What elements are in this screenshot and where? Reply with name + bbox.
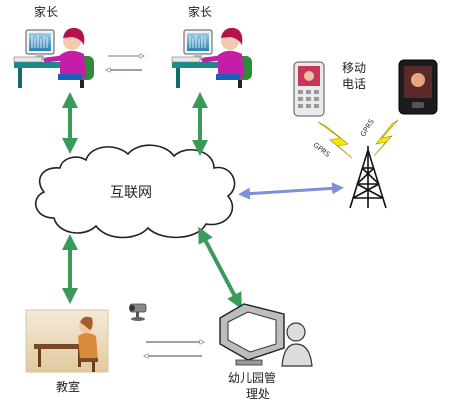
parent-left-label: 家长 (34, 5, 59, 19)
office-computer-icon (219, 303, 285, 366)
webcam-icon (129, 303, 147, 321)
parents-exchange-arrows (108, 56, 142, 70)
kindergarten-office-label-line1: 幼儿园管 (228, 371, 277, 385)
mobile-phone-icon (398, 59, 438, 115)
arrow-internet-office (198, 226, 242, 310)
kindergarten-office-label-line2: 理处 (246, 387, 271, 401)
green-connection-arrows (62, 92, 242, 310)
parent-at-computer-icon (171, 27, 252, 88)
mobile-phone-label-line1: 移动 (342, 61, 367, 75)
internet-cloud-icon (34, 144, 236, 239)
user-icon (281, 322, 313, 367)
mobile-phone-icon (293, 61, 325, 117)
cell-tower-icon (349, 146, 387, 209)
parent-left-group (13, 27, 94, 88)
arrow-internet-tower (238, 182, 344, 200)
classroom-scene-icon (25, 309, 109, 373)
mobile-phone-label-line2: 电话 (342, 77, 367, 91)
parent-right-group (171, 27, 252, 88)
gprs-signal-right (373, 119, 399, 157)
parent-right-label: 家长 (188, 5, 213, 19)
gprs-signal-left (317, 121, 353, 159)
parent-at-computer-icon (13, 27, 94, 88)
internet-label: 互联网 (110, 185, 152, 201)
classroom-office-arrows (146, 342, 202, 356)
classroom-label: 教室 (56, 380, 81, 394)
